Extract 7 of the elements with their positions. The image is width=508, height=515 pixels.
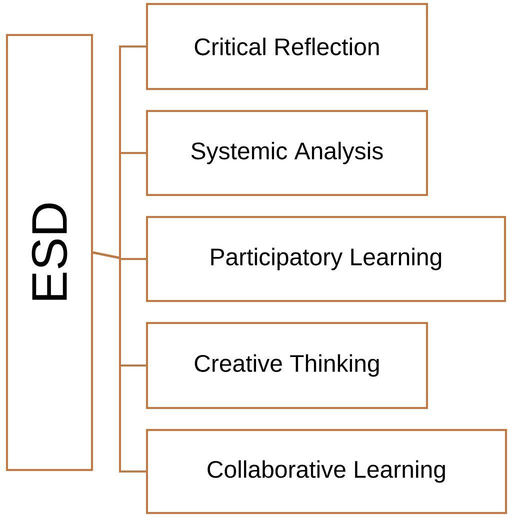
topic-box: Collaborative Learning [146,429,507,514]
connector [92,252,146,472]
topic-box: Critical Reflection [146,3,428,90]
topic-box: Systemic Analysis [146,110,428,196]
heading-box: ESD [6,34,93,471]
topic-box: Creative Thinking [146,322,428,409]
topic-box: Participatory Learning [146,216,506,302]
